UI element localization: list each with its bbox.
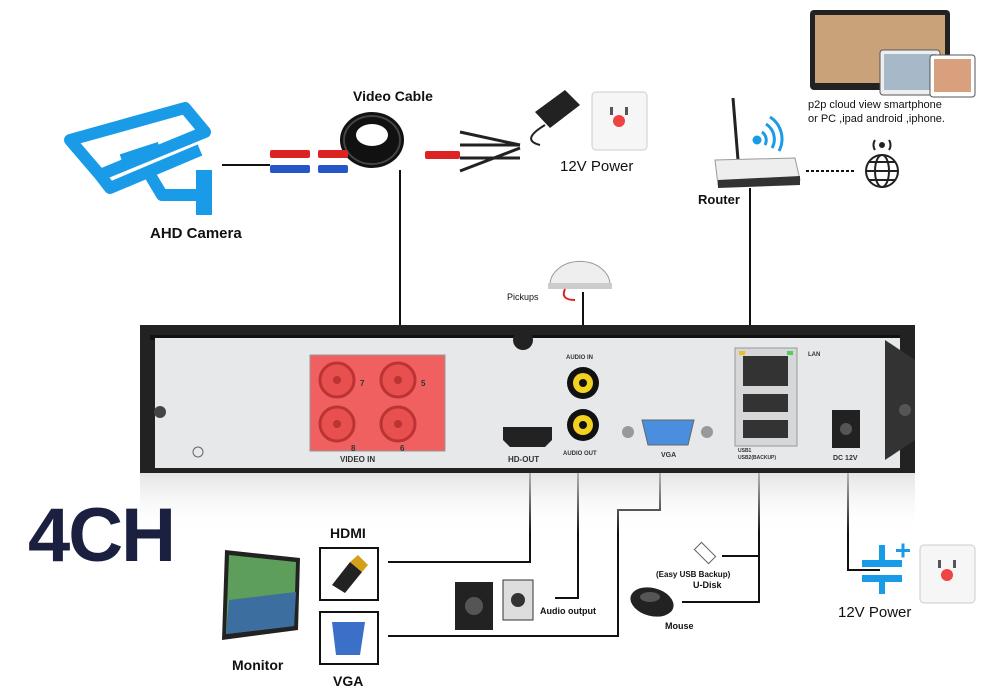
power-adapter-icon: [530, 90, 648, 151]
hdmi-plug-icon: [319, 547, 379, 601]
lan-usb-ports: [734, 347, 798, 447]
vga-port: [622, 419, 713, 446]
rca-ports: [567, 367, 599, 441]
vga-label: VGA: [333, 673, 364, 689]
video-in-label: VIDEO IN: [340, 455, 376, 464]
audio-out-label: AUDIO OUT: [563, 451, 597, 457]
hdmi-port: [503, 427, 552, 447]
udisk-label: U-Disk: [693, 580, 722, 590]
udisk-note: (Easy USB Backup): [656, 570, 731, 579]
monitor-label: Monitor: [232, 657, 284, 673]
power-bottom-label: 12V Power: [838, 604, 912, 621]
devices-icon: [810, 10, 976, 98]
usb-drive-icon: [693, 541, 717, 565]
channel-6: 6: [400, 444, 405, 453]
cable-coil-icon: [270, 112, 521, 173]
tv-icon: [222, 550, 300, 640]
channel-5: 5: [421, 379, 426, 388]
dc-port: [832, 410, 860, 448]
speakers-icon: [455, 579, 534, 630]
mouse-label: Mouse: [665, 621, 694, 631]
audio-in-label: AUDIO IN: [566, 355, 593, 361]
pickups-label: Pickups: [507, 292, 539, 302]
usb1-label: USB1: [738, 448, 752, 454]
cloud-line2: or PC ,ipad android ,iphone.: [808, 113, 945, 125]
usb2-label: USB2(BACKUP): [738, 455, 777, 461]
power-top-label: 12V Power: [560, 158, 634, 175]
cable-label: Video Cable: [353, 88, 433, 104]
microphone-icon: [548, 260, 612, 301]
power-socket-icon: [919, 544, 976, 604]
cctv-camera-icon: [64, 102, 212, 215]
camera-label: AHD Camera: [150, 225, 242, 242]
dc-label: DC 12V: [833, 455, 858, 462]
audio-output-label: Audio output: [540, 606, 596, 616]
wifi-icon: [752, 115, 784, 152]
vga-port-label: VGA: [661, 452, 677, 459]
channel-7: 7: [360, 379, 365, 388]
channel-8: 8: [351, 444, 356, 453]
vga-plug-icon: [319, 611, 379, 665]
mouse-icon: [630, 587, 674, 617]
lan-label: LAN: [808, 352, 821, 358]
router-icon: [714, 97, 801, 188]
channel-title: 4CH: [28, 493, 176, 578]
hd-out-label: HD-OUT: [508, 455, 540, 464]
cloud-line1: p2p cloud view smartphone: [808, 99, 942, 111]
bnc-ports: [309, 354, 446, 452]
router-label: Router: [698, 192, 740, 207]
globe-icon: [865, 139, 899, 188]
dc-power-icon: [862, 543, 910, 594]
hdmi-label: HDMI: [330, 525, 366, 541]
